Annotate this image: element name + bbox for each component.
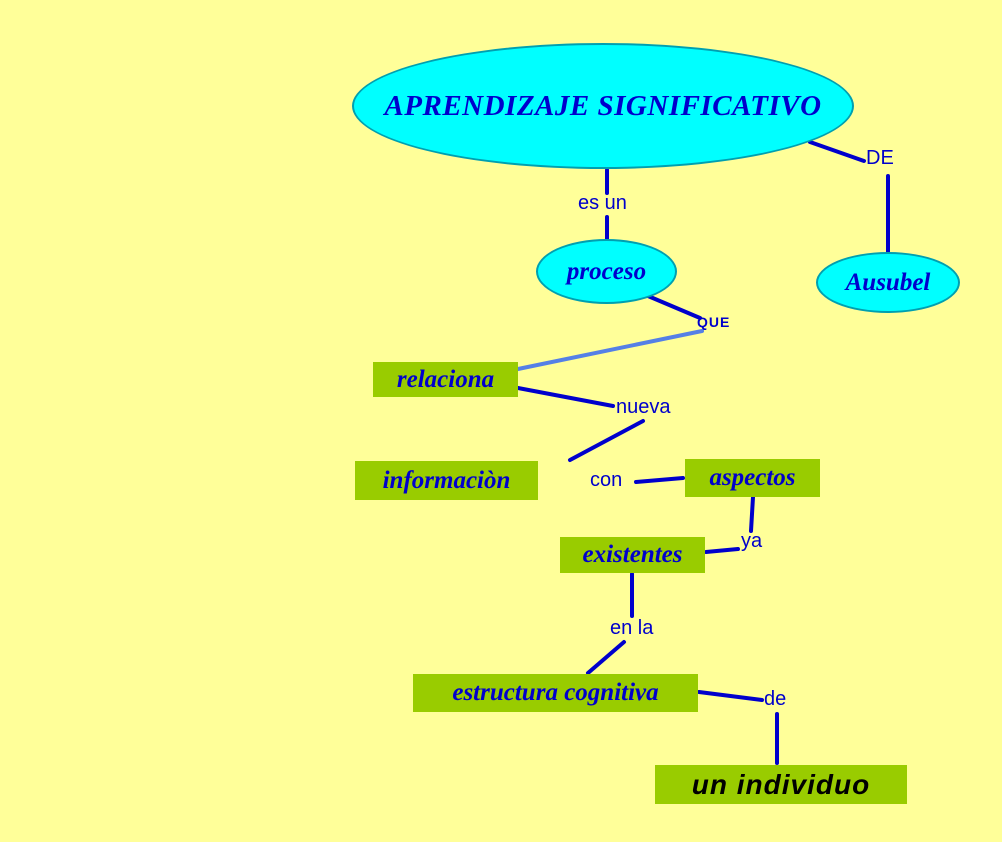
node-relaciona-label: relaciona (396, 365, 495, 393)
node-estructura-cognitiva[interactable]: estructura cognitiva (413, 674, 698, 712)
link-label-de-individuo[interactable]: de (764, 688, 787, 710)
node-un-individuo-label: un individuo (691, 768, 871, 800)
connector-proceso-que (646, 294, 702, 320)
connector-que-relaciona (516, 329, 704, 371)
node-aprendizaje-significativo-label: APRENDIZAJE SIGNIFICATIVO (384, 89, 822, 122)
connector-ya-existentes (704, 547, 740, 554)
link-label-ya[interactable]: ya (741, 530, 763, 552)
node-ausubel-label: Ausubel (845, 268, 931, 296)
node-existentes[interactable]: existentes (560, 537, 705, 573)
connector-nueva-informacion (568, 419, 645, 462)
node-relaciona[interactable]: relaciona (373, 362, 518, 397)
node-informacion[interactable]: informaciòn (355, 461, 538, 500)
link-label-en-la[interactable]: en la (610, 617, 654, 639)
connector-enla-estructura (586, 640, 626, 675)
node-existentes-label: existentes (582, 541, 683, 568)
node-aspectos[interactable]: aspectos (685, 459, 820, 497)
node-informacion-label: informaciòn (382, 466, 511, 494)
link-label-es-un[interactable]: es un (578, 192, 627, 214)
node-estructura-cognitiva-label: estructura cognitiva (452, 679, 659, 706)
node-un-individuo[interactable]: un individuo (655, 765, 907, 804)
connector-estructura-de (697, 690, 764, 702)
node-proceso-label: proceso (566, 257, 647, 285)
connector-title-de (808, 140, 866, 163)
node-ausubel[interactable]: Ausubel (816, 252, 960, 313)
node-proceso[interactable]: proceso (536, 239, 677, 304)
link-label-de[interactable]: DE (866, 147, 894, 169)
connector-aspectos-ya (749, 495, 755, 533)
connector-con-aspectos (634, 476, 685, 484)
link-label-que[interactable]: QUE (697, 314, 731, 330)
node-aspectos-label: aspectos (709, 464, 796, 491)
node-aprendizaje-significativo[interactable]: APRENDIZAJE SIGNIFICATIVO (352, 43, 854, 169)
link-label-con[interactable]: con (590, 469, 623, 491)
link-label-nueva[interactable]: nueva (616, 396, 671, 418)
connector-relaciona-nueva (516, 386, 615, 408)
